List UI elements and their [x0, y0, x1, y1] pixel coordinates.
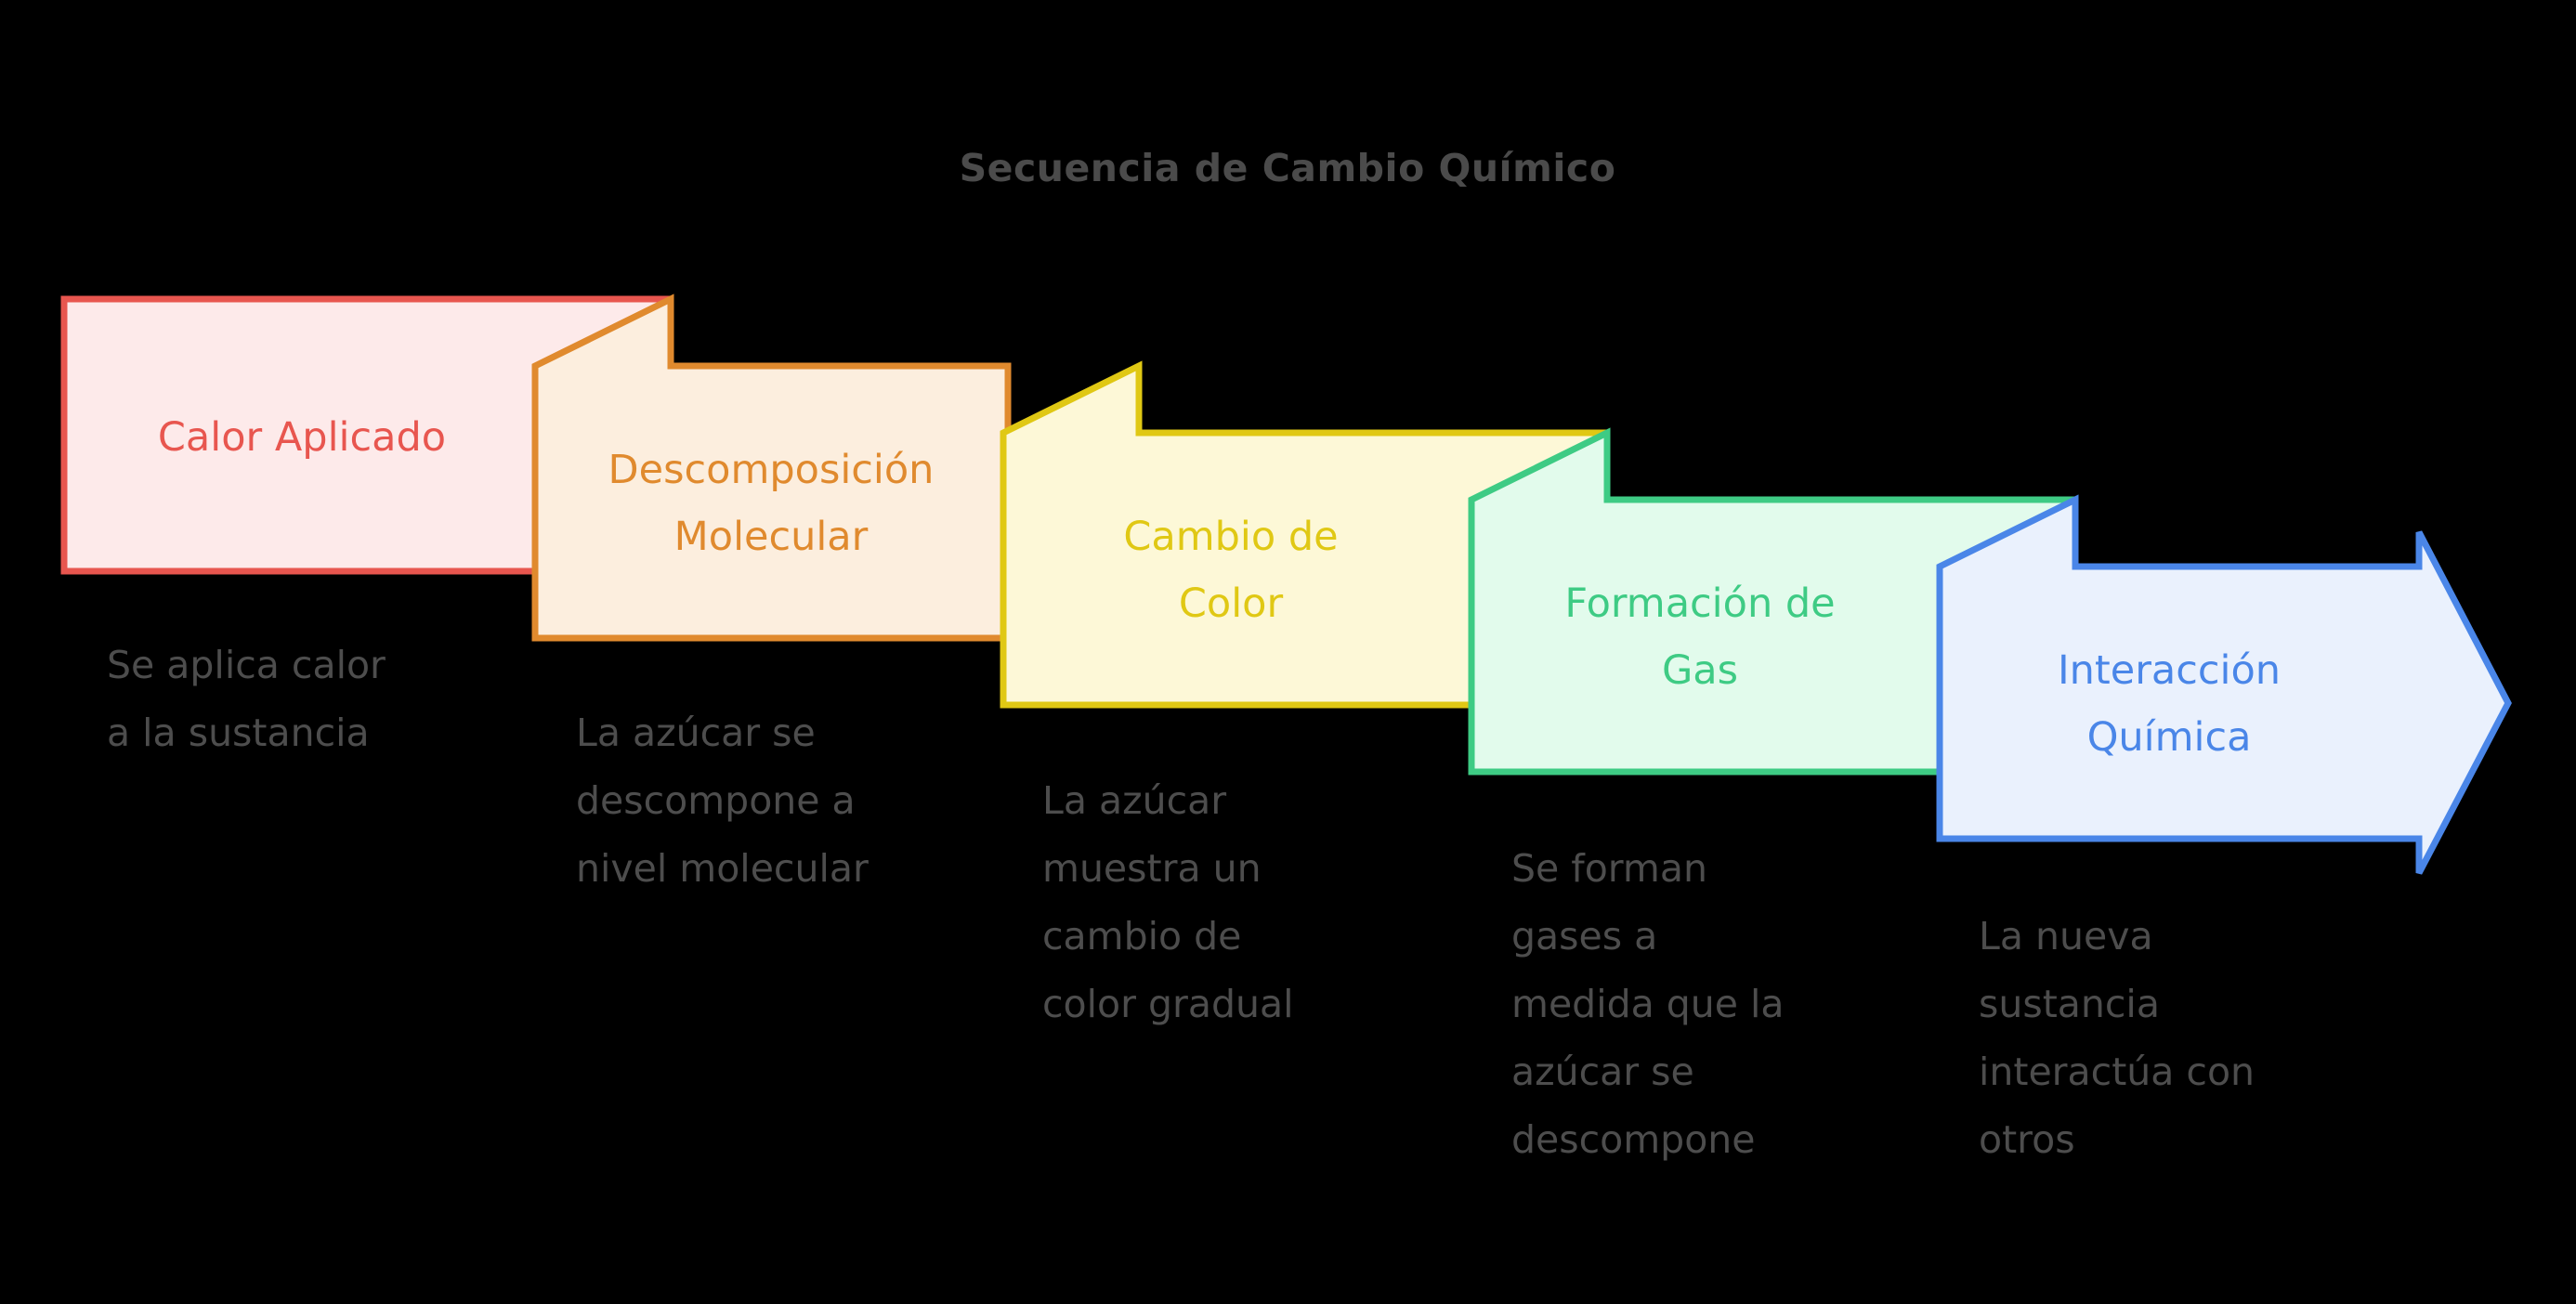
step-1-caption-line1: Se aplica calor [107, 643, 386, 687]
step-3-label-line2: Color [1179, 580, 1284, 627]
step-3-label-line1: Cambio de [1123, 514, 1338, 560]
step-4-caption-line5: descompone [1511, 1117, 1756, 1162]
step-5-label-line2: Química [2087, 714, 2252, 761]
step-5-caption-line2: sustancia [1979, 982, 2160, 1026]
step-4-caption-line4: azúcar se [1511, 1050, 1694, 1094]
step-5-caption-line3: interactúa con [1979, 1050, 2255, 1094]
step-1-caption-line2: a la sustancia [107, 711, 370, 755]
step-2-label-line1: Descomposición [608, 447, 935, 493]
step-3-caption-line4: color gradual [1042, 982, 1294, 1026]
step-5-caption-line1: La nueva [1979, 914, 2153, 958]
page-title: Secuencia de Cambio Químico [960, 146, 1616, 190]
step-2-group[interactable]: Descomposición Molecular La azúcar se de… [531, 293, 1012, 891]
step-5-group[interactable]: Interacción Química La nueva sustancia i… [1936, 494, 2512, 1162]
step-5-shape-arrow[interactable] [1936, 494, 2512, 875]
step-3-group[interactable]: Cambio de Color La azúcar muestra un cam… [1000, 360, 1611, 1026]
step-2-caption-line3: nivel molecular [576, 846, 869, 891]
step-1-label-line1: Calor Aplicado [158, 414, 446, 461]
step-2-label-line2: Molecular [674, 514, 869, 560]
step-3-caption-line1: La azúcar [1042, 778, 1226, 823]
step-4-caption-line1: Se forman [1511, 846, 1707, 891]
step-5-caption-line4: otros [1979, 1117, 2075, 1162]
step-4-label-line2: Gas [1662, 647, 1738, 694]
step-5-label-line1: Interacción [2058, 647, 2281, 694]
step-3-caption-line3: cambio de [1042, 914, 1241, 958]
step-4-caption-line3: medida que la [1511, 982, 1785, 1026]
step-1-group[interactable]: Calor Aplicado Se aplica calor a la sust… [60, 295, 674, 755]
step-3-caption-line2: muestra un [1042, 846, 1262, 891]
step-4-caption-line2: gases a [1511, 914, 1657, 958]
step-2-caption-line1: La azúcar se [576, 711, 816, 755]
step-4-group[interactable]: Formación de Gas Se forman gases a medid… [1468, 427, 2079, 1162]
step-4-label-line1: Formación de [1564, 580, 1835, 627]
step-2-caption-line2: descompone a [576, 778, 856, 823]
step-2-shape[interactable] [531, 293, 1012, 642]
